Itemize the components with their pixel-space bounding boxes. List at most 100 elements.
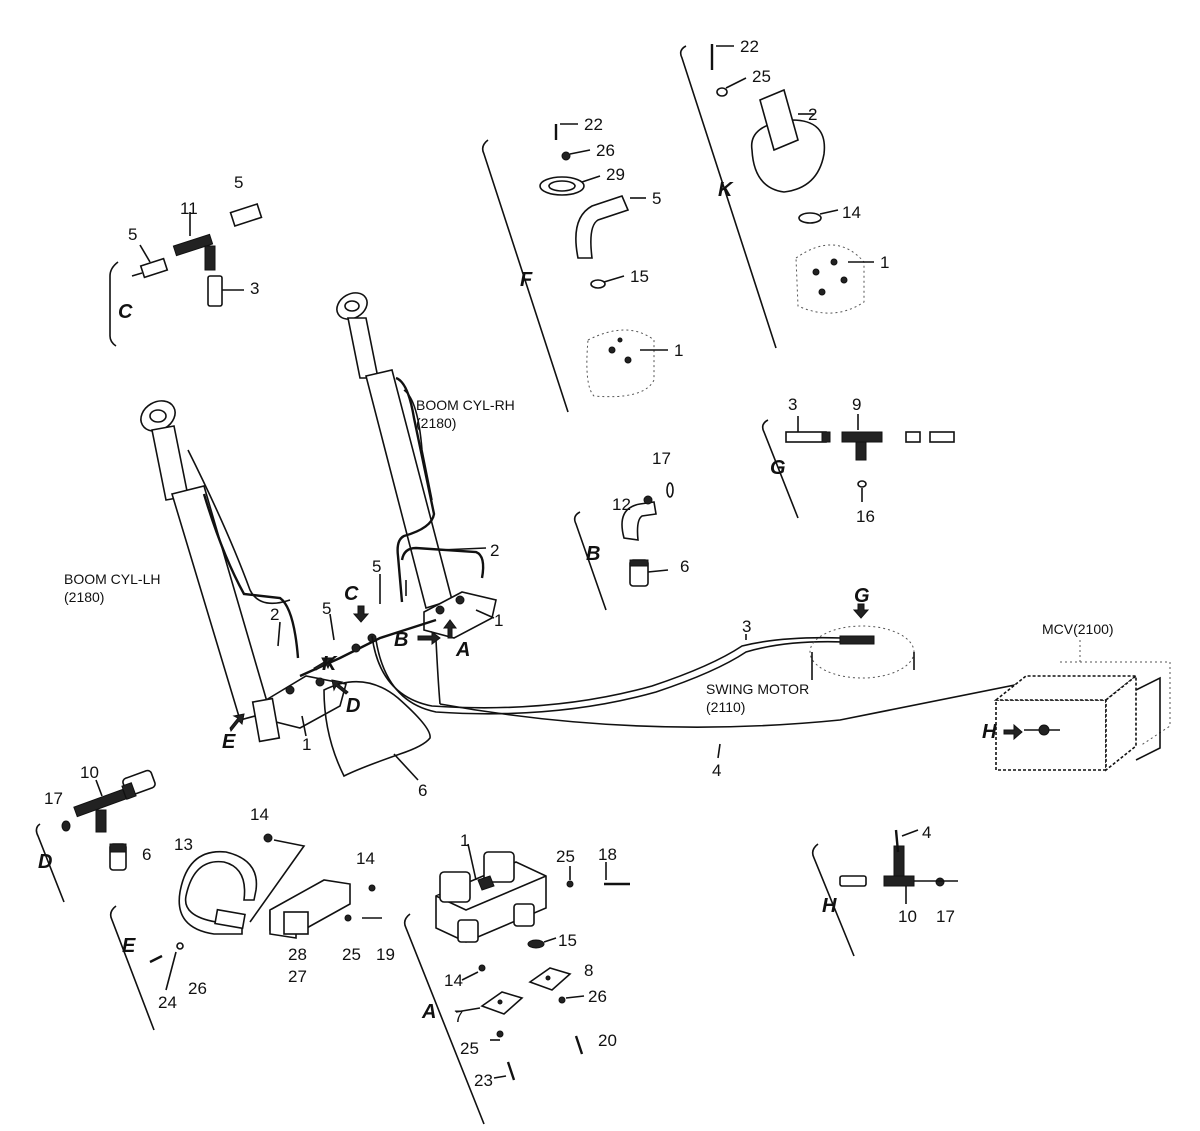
H-adapter	[839, 875, 867, 887]
main-n3: 3	[742, 617, 751, 636]
main-arrow-label-C: C	[344, 583, 359, 605]
bracket-B	[573, 511, 607, 611]
E-n14b: 14	[356, 849, 375, 868]
bracket-D	[35, 823, 65, 903]
K-n14: 14	[842, 203, 861, 222]
hose-3	[371, 635, 843, 709]
mcv-block	[993, 640, 1171, 772]
arrow-H	[1003, 723, 1023, 741]
H-n4: 4	[922, 823, 931, 842]
E-bolt-24	[149, 954, 163, 964]
arrow-G	[852, 603, 870, 619]
K-n2: 2	[808, 105, 817, 124]
main-arrow-label-E: E	[222, 731, 236, 753]
C-n5a: 5	[128, 225, 137, 244]
section-letter-H: H	[822, 895, 837, 917]
arrow-A	[443, 619, 457, 639]
bracket-G	[761, 419, 799, 519]
main-n2-lh: 2	[270, 605, 279, 624]
A-n25a: 25	[556, 847, 575, 866]
A-n15: 15	[558, 931, 577, 950]
A-n23: 23	[474, 1071, 493, 1090]
boom-cylinder-lh	[140, 400, 300, 721]
H-hose-4	[894, 829, 900, 853]
main-n6: 6	[418, 781, 427, 800]
B-n6: 6	[680, 557, 689, 576]
main-n1-lh: 1	[302, 735, 311, 754]
main-arrow-label-H: H	[982, 721, 997, 743]
lh-hose-upper	[202, 493, 300, 659]
C-n11: 11	[180, 199, 198, 218]
detail-G-drawing	[785, 414, 955, 502]
bracket-F	[481, 139, 569, 413]
detail-F-drawing	[539, 123, 668, 398]
section-letter-D: D	[38, 851, 52, 873]
bracket-E	[109, 905, 155, 1031]
section-letter-K: K	[718, 179, 734, 201]
G-oring-16	[857, 480, 867, 488]
F-n29: 29	[606, 165, 625, 184]
G-n3: 3	[788, 395, 797, 414]
section-letter-G: G	[770, 457, 786, 479]
A-n1: 1	[460, 831, 469, 850]
K-motor-1	[795, 244, 865, 314]
C-tee-stem	[204, 245, 216, 271]
E-n13: 13	[174, 835, 193, 854]
B-n17: 17	[652, 449, 671, 468]
section-letter-A: A	[421, 1001, 436, 1023]
K-n25: 25	[752, 67, 771, 86]
E-n26: 26	[188, 979, 207, 998]
F-n5: 5	[652, 189, 661, 208]
K-n1: 1	[880, 253, 889, 272]
B-oring-17	[666, 482, 674, 498]
F-n22: 22	[584, 115, 603, 134]
F-n15: 15	[630, 267, 649, 286]
arrow-D	[331, 679, 349, 695]
K-n22: 22	[740, 37, 759, 56]
C-tee-11	[172, 233, 214, 257]
D-n10: 10	[80, 763, 99, 782]
detail-E-drawing	[149, 833, 382, 991]
detail-D-drawing	[61, 769, 156, 871]
section-letter-F: F	[520, 269, 533, 291]
caption-boom-rh-2: (2180)	[416, 415, 456, 431]
section-letter-B: B	[586, 543, 600, 565]
D-oring-17	[61, 820, 71, 832]
E-n27: 27	[288, 967, 307, 986]
labels: BOOM CYL-RH (2180) BOOM CYL-LH (2180) SW…	[38, 37, 1114, 1090]
main-arrow-label-K: K	[322, 653, 338, 675]
caption-swing-motor-1: SWING MOTOR	[706, 681, 809, 697]
E-n24: 24	[158, 993, 177, 1012]
G-n9: 9	[852, 395, 861, 414]
arrow-C	[352, 605, 370, 623]
caption-boom-lh-1: BOOM CYL-LH	[64, 571, 160, 587]
hose-4	[439, 679, 1041, 728]
B-elbow-12	[621, 501, 657, 541]
C-adapter-3	[207, 275, 223, 307]
detail-A-drawing	[435, 843, 630, 1081]
A-oring-15	[527, 939, 545, 949]
F-oring-15	[590, 279, 606, 289]
hose-6	[323, 680, 431, 778]
A-n7: 7	[454, 1007, 463, 1026]
arrow-B	[417, 631, 441, 645]
A-n18: 18	[598, 845, 617, 864]
caption-boom-rh-1: BOOM CYL-RH	[416, 397, 515, 413]
G-n16: 16	[856, 507, 875, 526]
block-1-rh	[423, 591, 497, 639]
section-letter-E: E	[122, 935, 136, 957]
A-n14: 14	[444, 971, 463, 990]
section-letter-C: C	[118, 301, 133, 323]
main-n5-b: 5	[322, 599, 331, 618]
bracket-C	[109, 261, 119, 347]
B-n12: 12	[612, 495, 631, 514]
detail-H-drawing	[839, 829, 958, 904]
D-n6: 6	[142, 845, 151, 864]
K-oring-14	[798, 212, 822, 224]
bracket-H	[811, 843, 855, 957]
detail-B-drawing	[621, 482, 674, 587]
C-n3: 3	[250, 279, 259, 298]
K-washer-25	[716, 87, 728, 97]
main-arrow-label-D: D	[346, 695, 360, 717]
